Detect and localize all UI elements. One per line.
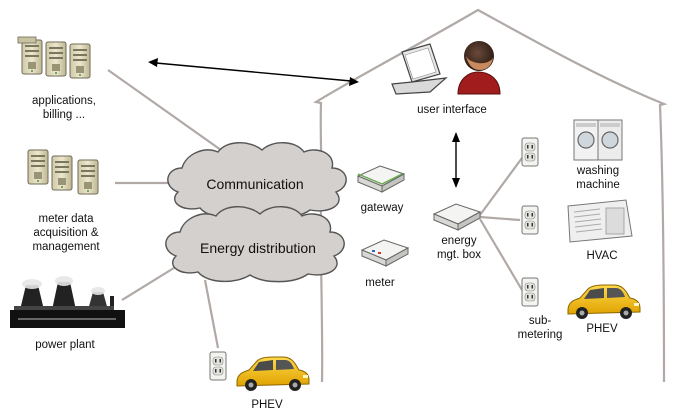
sub-metering-label: sub- metering: [517, 315, 563, 341]
energy-box-label: energy mgt. box: [436, 235, 482, 261]
server-stack-icon: [17, 36, 91, 79]
phev-home-label: PHEV: [586, 323, 618, 335]
washing-machine-label: washing machine: [576, 165, 620, 191]
power-outlet-icon: [521, 137, 539, 167]
applications-label: applications, billing ...: [32, 95, 96, 121]
double-arrow-vertical: [452, 132, 460, 188]
air-conditioner-icon: [567, 199, 633, 243]
power-outlet-icon: [521, 277, 539, 307]
washing-machine-icon: [573, 119, 623, 161]
communication-cloud: [167, 142, 347, 219]
user-interface-label: user interface: [417, 104, 487, 116]
car-icon: [236, 356, 310, 392]
power-outlet-icon: [521, 205, 539, 235]
router-icon: [357, 165, 405, 193]
power-outlet-icon: [209, 351, 227, 381]
power-plant-label: power plant: [35, 339, 95, 351]
server-stack-icon: [27, 149, 99, 195]
user-icon: [457, 41, 501, 95]
meter-label: meter: [365, 277, 395, 289]
energy-distribution-cloud: [165, 206, 345, 283]
double-arrow-top: [148, 58, 359, 86]
connector-lines: [107, 69, 523, 349]
phev-outside-label: PHEV: [251, 399, 283, 411]
router-icon: [433, 203, 481, 231]
laptop-icon: [391, 43, 448, 95]
meter-data-label: meter data acquisition & management: [32, 213, 100, 253]
power-plant-icon: [10, 276, 125, 328]
communication-label: Communication: [206, 176, 304, 192]
energy-distribution-label: Energy distribution: [200, 240, 316, 256]
router-icon: [361, 239, 409, 267]
hvac-label: HVAC: [586, 250, 618, 262]
gateway-label: gateway: [360, 202, 404, 214]
car-icon: [567, 284, 641, 320]
